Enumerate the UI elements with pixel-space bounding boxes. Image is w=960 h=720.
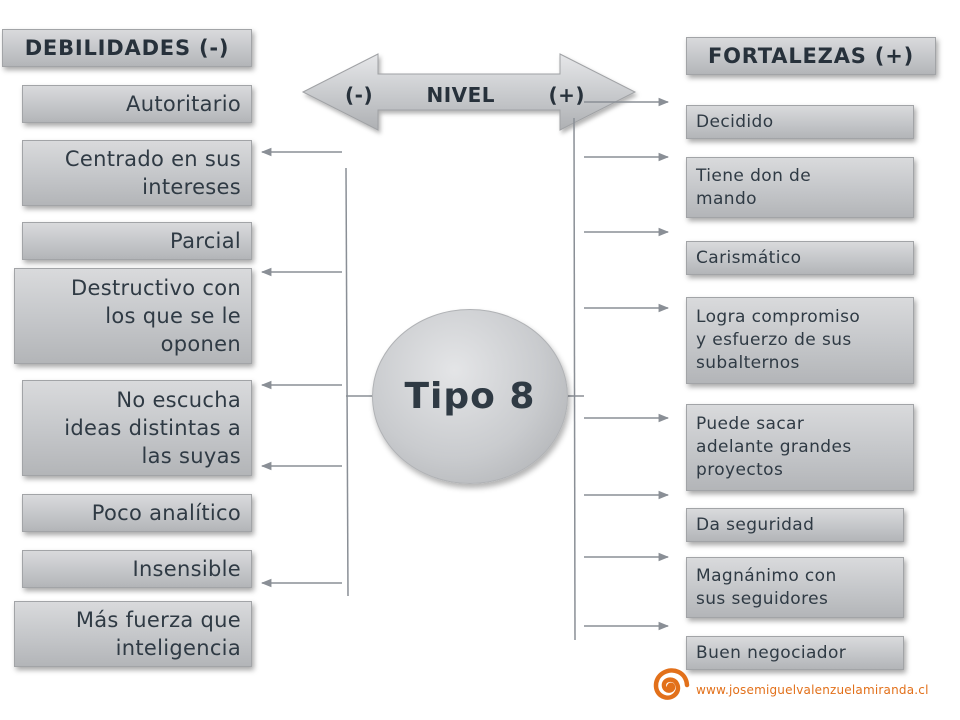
weakness-line: Más fuerza que [75,608,241,632]
weakness-box: Centrado en sus intereses [22,140,252,206]
weakness-box: Destructivo con los que se le oponen [14,268,252,364]
weakness-line: las suyas [141,444,241,468]
website-link[interactable]: www.josemiguelvalenzuelamiranda.cl [696,683,929,697]
level-arrow-shape [301,53,637,131]
weakness-box: Parcial [22,222,252,260]
strength-line: Carismático [696,247,802,268]
weakness-line: intereses [142,175,241,199]
strengths-header: FORTALEZAS (+) [686,37,936,75]
strength-line: proyectos [696,460,784,480]
level-arrow-label: (-) NIVEL (+) [345,80,585,110]
weakness-box: Poco analítico [22,494,252,532]
weakness-line: No escucha [116,388,241,412]
level-minus-label: (-) [345,83,374,107]
weaknesses-title: DEBILIDADES (-) [24,36,230,60]
strength-line: y esfuerzo de sus [696,330,852,350]
strength-box: Puede sacar adelante grandes proyectos [686,404,914,491]
strength-line: Buen negociador [696,642,847,663]
level-title: NIVEL [426,83,496,107]
strength-box: Tiene don de mando [686,157,914,218]
strengths-title: FORTALEZAS (+) [707,44,914,68]
center-label: Tipo 8 [404,376,536,417]
weakness-line: Autoritario [126,92,241,116]
center-circle: Tipo 8 [372,309,568,484]
strength-line: Logra compromiso [696,307,861,327]
weakness-line: oponen [160,332,241,356]
strength-line: Tiene don de [696,165,812,186]
weakness-line: Poco analítico [91,501,241,525]
weakness-line: inteligencia [115,636,241,660]
strength-box: Magnánimo con sus seguidores [686,557,904,618]
strength-box: Buen negociador [686,636,904,670]
right-trunk-line [573,117,576,641]
strength-box: Decidido [686,105,914,139]
strength-box: Logra compromiso y esfuerzo de sus subal… [686,297,914,384]
weaknesses-header: DEBILIDADES (-) [2,29,252,67]
weakness-box: Más fuerza que inteligencia [14,601,252,667]
left-trunk-line [345,167,349,597]
weakness-line: Insensible [132,557,241,581]
strength-line: Decidido [696,111,774,132]
spiral-logo-icon [653,668,690,700]
weakness-box: Autoritario [22,85,252,123]
level-plus-label: (+) [548,83,585,107]
strength-line: mando [696,188,757,209]
weakness-box: Insensible [22,550,252,588]
strength-line: Da seguridad [696,514,815,535]
strength-line: adelante grandes [696,437,852,457]
strength-line: subalternos [696,353,800,373]
weakness-line: Parcial [170,229,241,253]
strength-line: Magnánimo con [696,565,837,586]
strength-box: Da seguridad [686,508,904,542]
strength-line: sus seguidores [696,588,829,609]
strength-line: Puede sacar [696,414,805,434]
weakness-line: Destructivo con [71,276,241,300]
weakness-line: ideas distintas a [64,416,241,440]
weakness-line: Centrado en sus [64,147,241,171]
strength-box: Carismático [686,241,914,275]
weakness-box: No escucha ideas distintas a las suyas [22,380,252,476]
weakness-line: los que se le [105,304,241,328]
